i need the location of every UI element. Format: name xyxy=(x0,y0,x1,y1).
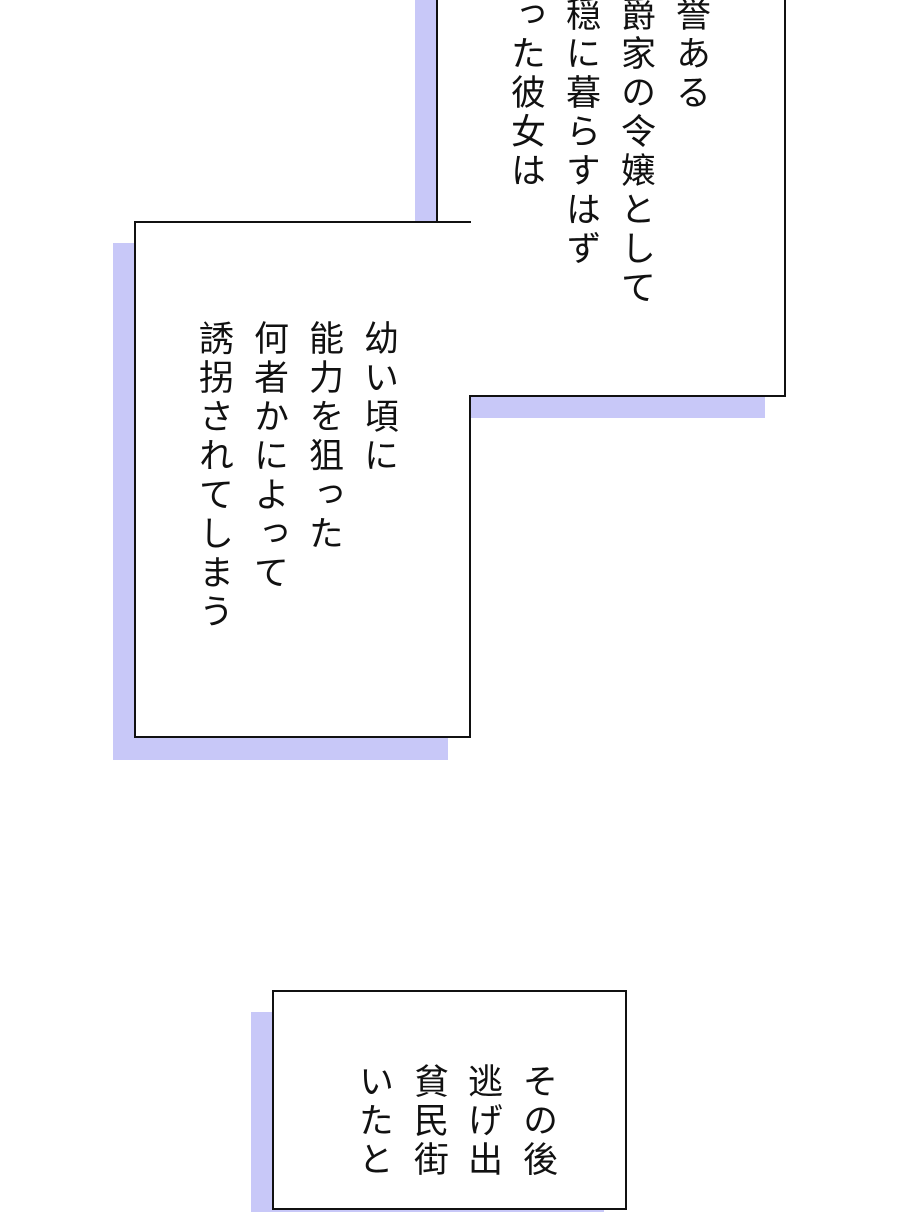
caption-column: 何者かによって xyxy=(248,320,288,593)
caption-column: 貧民街 xyxy=(408,1063,448,1180)
panel-merge-cover xyxy=(438,223,784,395)
caption-column: 誉ある xyxy=(670,0,710,113)
caption-column: 爵家の令嬢として xyxy=(615,0,655,308)
caption-column: った彼女は xyxy=(505,0,545,191)
caption-column: その後 xyxy=(517,1063,557,1180)
bottom-panel xyxy=(272,990,627,1210)
caption-column: 誘拐されてしまう xyxy=(193,320,233,632)
caption-column: いたと xyxy=(353,1063,393,1180)
caption-column: 能力を狙った xyxy=(303,320,343,554)
caption-column: 幼い頃に xyxy=(358,320,398,476)
middle-left-panel xyxy=(134,221,471,738)
caption-column: 穏に暮らすはず xyxy=(560,0,600,269)
caption-column: 逃げ出 xyxy=(462,1063,502,1180)
